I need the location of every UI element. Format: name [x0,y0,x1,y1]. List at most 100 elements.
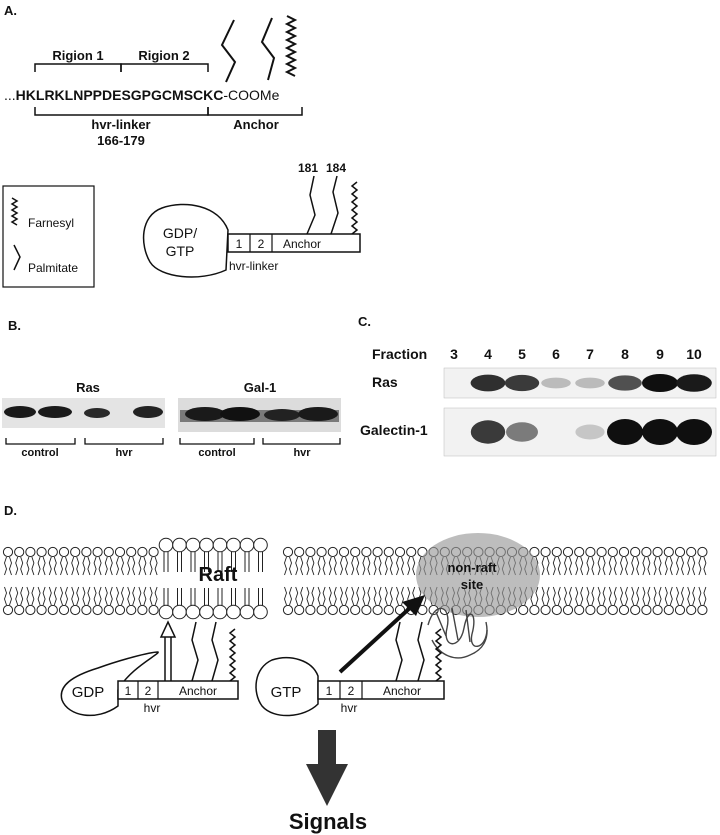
lipid-bilayer [2,546,708,616]
box-anchor: Anchor [283,237,321,251]
palmitate-184 [330,175,339,235]
legend-box [2,185,95,288]
gal-c-bands-band-5 [506,422,538,442]
sequence-anchor: GCMSCKC [151,87,223,103]
region2-bracket [120,63,209,72]
raft-domain [158,537,268,620]
blot-gal1-title: Gal-1 [244,380,277,395]
hvr-linker-label: hvr-linker [91,117,150,132]
hvr-bar [227,233,361,253]
fraction-numbers: 3 4 5 6 7 8 9 10 [450,346,702,362]
nonraft-label-1: non-raft [447,560,497,575]
fraction-9: 9 [656,346,664,362]
gtp-label: GTP [166,243,195,259]
farnesyl-chain [284,15,298,77]
right-box-2: 2 [348,684,355,698]
panel-b-label: B. [8,318,21,333]
gal-c-bands-band-7 [575,424,605,440]
palmitate-chain-2 [260,17,276,81]
gdp-ras-domain [60,651,159,717]
nonraft-site [416,533,540,617]
sequence: ...HKLRKLNPPDESGPGCMSCKC-COOMe [4,87,280,103]
gtp-label-d: GTP [271,684,302,701]
residue-range: 166-179 [97,133,145,148]
left-hvr-label: hvr [144,701,161,715]
hvr-linker-bracket [34,107,209,116]
fraction-3: 3 [450,346,458,362]
raft-entry-arrow [159,620,177,688]
ras-c-bands-band-8 [608,375,642,391]
fraction-5: 5 [518,346,526,362]
anchor-label: Anchor [233,117,279,132]
ras-c-bands-band-9 [642,374,678,392]
gal-c-bands-band-4 [470,420,506,444]
blot-ras-title: Ras [76,380,100,395]
farnesyl-legend-icon [10,197,19,226]
ras-c-bands-band-6 [541,377,571,389]
gdp-label: GDP/ [163,225,197,241]
gal-c-bands-band-9 [642,419,678,445]
row-galectin-label: Galectin-1 [360,422,428,438]
legend-palmitate: Palmitate [28,261,78,275]
gdp-gtp-domain [142,203,229,278]
palmitate-181 [306,175,316,235]
region1-label: Rigion 1 [52,48,103,63]
fraction-8: 8 [621,346,629,362]
sequence-suffix: -COOMe [223,87,279,103]
region2-label: Rigion 2 [138,48,189,63]
right-box-1: 1 [326,684,333,698]
palmitate-legend-icon [13,244,21,271]
left-box-anchor: Anchor [179,684,217,698]
hvr-linker-diagram-label: hvr-linker [229,259,278,273]
legend-farnesyl: Farnesyl [28,216,74,230]
gal1-hvr-label: hvr [293,447,311,459]
left-box-1: 1 [125,684,132,698]
signals-label: Signals [289,809,367,834]
left-box-2: 2 [145,684,152,698]
panel-c: C. Fraction 3 4 5 6 7 8 9 10 Ras Galectin-1 [358,314,717,457]
gal1-control-label: control [198,447,235,459]
ras-c-bands-band-10 [676,374,712,392]
farnesyl-diagram [350,181,359,235]
gal-c-bands-band-10 [676,419,712,445]
gdp-label-d: GDP [72,684,105,701]
panel-b: B. Ras Gal-1 control hvr control hvr [2,318,341,459]
nonraft-label-2: site [461,577,483,592]
panel-d-label: D. [4,503,17,518]
ras-c-bands-band-7 [575,377,605,389]
ras-hvr-label: hvr [115,447,133,459]
panel-a-label: A. [4,3,17,18]
anchor-bracket [207,107,303,116]
box-2: 2 [258,237,265,251]
ras-control-label: control [21,447,58,459]
gal-c-bands-band-8 [607,419,643,445]
fraction-10: 10 [686,346,702,362]
row-ras-label: Ras [372,374,398,390]
site-181: 181 [298,161,318,175]
right-hvr-label: hvr [341,701,358,715]
nonraft-arrow [338,595,425,674]
gtp-ras-domain [255,656,319,717]
ras-c-bands-band-5 [504,374,540,392]
fraction-6: 6 [552,346,560,362]
region1-bracket [34,63,122,72]
fraction-4: 4 [484,346,492,362]
fraction-7: 7 [586,346,594,362]
sequence-prefix: ... [4,87,16,103]
right-box-anchor: Anchor [383,684,421,698]
ras-fraction-bands [470,374,712,392]
panel-d: D. Raft non-raft site GDP 1 2 Anchor hvr [2,503,708,834]
sequence-linker: HKLRKLNPPDESGP [16,87,151,103]
galectin-fraction-bands [470,419,712,445]
ras-bands [4,406,163,418]
palmitate-chain-1 [220,19,237,83]
panel-c-label: C. [358,314,371,329]
box-1: 1 [236,237,243,251]
gal1-bands [180,407,339,422]
galectin-structure [427,607,488,659]
signals-arrow [306,730,348,806]
panel-a: A. Rigion 1 Rigion 2 ...HKLRKLNPPDESGPGC… [2,3,361,288]
fraction-label: Fraction [372,346,427,362]
raft-label: Raft [199,564,238,586]
